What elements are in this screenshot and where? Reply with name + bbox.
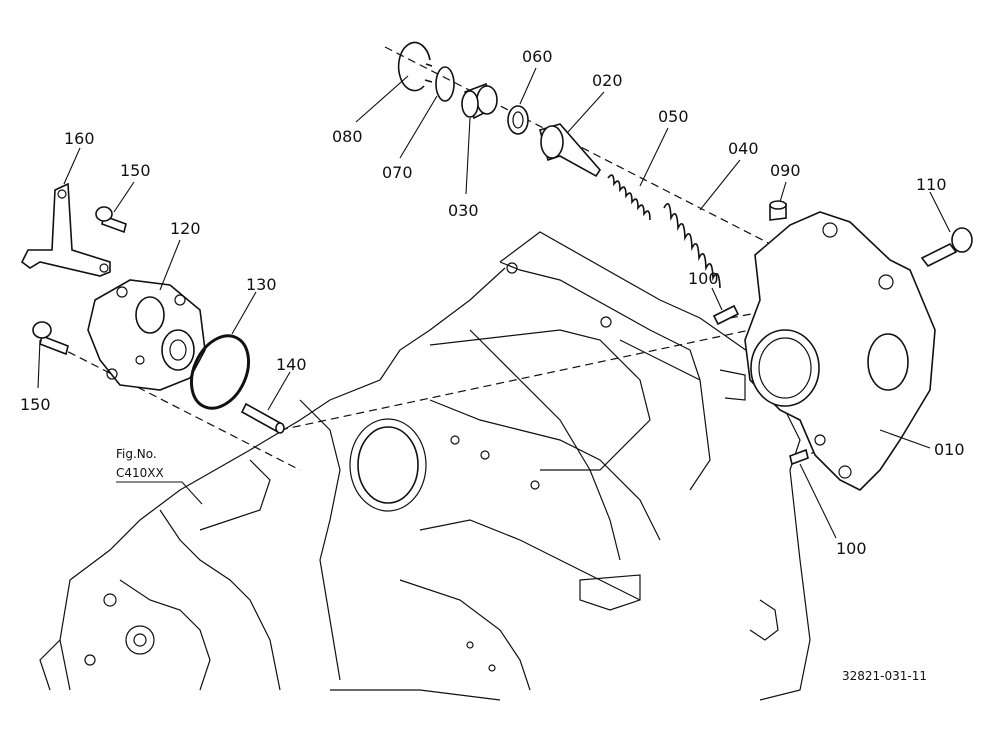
dowel-pin-part-100-upper: [712, 304, 740, 326]
label-070: 070: [382, 163, 413, 182]
bolt-part-150-upper: [95, 206, 127, 234]
figure-reference-line2: C410XX: [116, 466, 164, 480]
label-160: 160: [64, 129, 95, 148]
pin-part-140: [240, 402, 285, 434]
part-labels: 010 020 030 040 050 060 070 080 090 100 …: [20, 47, 965, 558]
label-060: 060: [522, 47, 553, 66]
label-150-lower: 150: [20, 395, 51, 414]
label-120: 120: [170, 219, 201, 238]
figure-reference-line1: Fig.No.: [116, 447, 157, 461]
valve-housing-part-010: [744, 211, 936, 491]
valve-spool-part-020: [539, 123, 602, 178]
outer-spring-part-040: [663, 202, 721, 289]
label-040: 040: [728, 139, 759, 158]
label-140: 140: [276, 355, 307, 374]
transmission-case: [39, 231, 811, 701]
label-080: 080: [332, 127, 363, 146]
plug-part-090: [769, 200, 787, 221]
inner-spring-part-050: [607, 174, 651, 221]
label-010: 010: [934, 440, 965, 459]
bolt-part-150-lower: [32, 321, 69, 356]
label-100-upper: 100: [688, 269, 719, 288]
o-ring-part-130: [189, 334, 251, 410]
pump-assembly-part-120: [87, 279, 206, 391]
label-050: 050: [658, 107, 689, 126]
label-020: 020: [592, 71, 623, 90]
snap-ring-part-080: [397, 41, 433, 92]
leader-lines: [37, 67, 951, 539]
bracket-part-160: [20, 182, 111, 277]
label-110: 110: [916, 175, 947, 194]
label-100-lower: 100: [836, 539, 867, 558]
bolt-part-110: [920, 227, 973, 268]
label-090: 090: [770, 161, 801, 180]
o-ring-part-070: [435, 66, 455, 102]
label-130: 130: [246, 275, 277, 294]
dowel-pin-part-100-lower: [789, 448, 809, 466]
label-150-upper: 150: [120, 161, 151, 180]
label-030: 030: [448, 201, 479, 220]
washer-part-060: [507, 105, 529, 135]
figure-reference: Fig.No. C410XX: [116, 447, 164, 480]
bushing-part-030: [461, 82, 498, 120]
drawing-number: 32821-031-11: [842, 669, 927, 683]
